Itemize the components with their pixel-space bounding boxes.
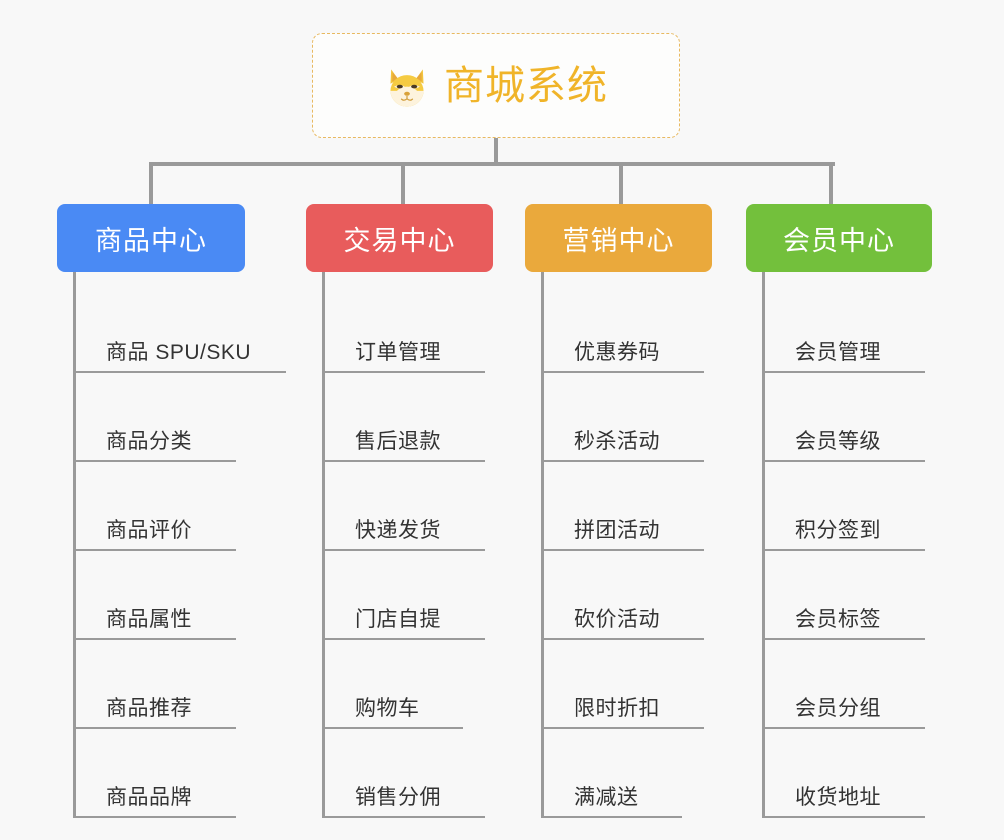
leaf-underline [544, 638, 704, 640]
list-item[interactable]: 订单管理 [325, 284, 493, 373]
branch-column-3: 营销中心 优惠券码 秒杀活动 拼团活动 砍价活动 限时折扣 [525, 204, 712, 818]
leaf-label: 快递发货 [355, 519, 441, 542]
list-item[interactable]: 会员分组 [765, 640, 932, 729]
list-item[interactable]: 秒杀活动 [544, 373, 712, 462]
category-label: 会员中心 [783, 225, 895, 256]
leaf-label: 购物车 [355, 697, 420, 720]
branch-column-2: 交易中心 订单管理 售后退款 快递发货 门店自提 购物车 [306, 204, 493, 818]
leaf-underline [76, 371, 286, 373]
list-item[interactable]: 门店自提 [325, 551, 493, 640]
leaf-underline [765, 727, 925, 729]
leaf-underline [765, 549, 925, 551]
list-item[interactable]: 商品分类 [76, 373, 245, 462]
leaf-underline [76, 460, 236, 462]
list-item[interactable]: 销售分佣 [325, 729, 493, 818]
leaf-underline [76, 638, 236, 640]
category-header-1[interactable]: 商品中心 [57, 204, 245, 272]
leaf-list-4: 会员管理 会员等级 积分签到 会员标签 会员分组 收货地址 [762, 272, 932, 818]
leaf-label: 会员管理 [795, 341, 881, 364]
connector-drop-2 [401, 162, 405, 204]
list-item[interactable]: 商品推荐 [76, 640, 245, 729]
leaf-label: 商品评价 [106, 519, 192, 542]
list-item[interactable]: 会员管理 [765, 284, 932, 373]
leaf-label: 售后退款 [355, 430, 441, 453]
list-item[interactable]: 商品属性 [76, 551, 245, 640]
list-item[interactable]: 积分签到 [765, 462, 932, 551]
leaf-label: 优惠券码 [574, 341, 660, 364]
leaf-label: 满减送 [574, 786, 639, 809]
leaf-label: 收货地址 [795, 786, 881, 809]
leaf-underline [325, 816, 485, 818]
connector-drop-1 [149, 162, 153, 204]
leaf-underline [765, 816, 925, 818]
leaf-underline [544, 816, 682, 818]
leaf-label: 商品 SPU/SKU [106, 341, 252, 364]
connector-horizontal-bus [151, 162, 835, 166]
leaf-label: 门店自提 [355, 608, 441, 631]
connector-root-stem [494, 138, 498, 165]
leaf-underline [76, 727, 236, 729]
list-item[interactable]: 砍价活动 [544, 551, 712, 640]
connector-drop-3 [619, 162, 623, 204]
category-label: 商品中心 [95, 225, 207, 256]
leaf-label: 商品属性 [106, 608, 192, 631]
leaf-label: 会员等级 [795, 430, 881, 453]
leaf-underline [765, 460, 925, 462]
leaf-label: 砍价活动 [574, 608, 660, 631]
leaf-list-1: 商品 SPU/SKU 商品分类 商品评价 商品属性 商品推荐 商品品牌 [73, 272, 286, 818]
leaf-label: 限时折扣 [574, 697, 660, 720]
leaf-list-2: 订单管理 售后退款 快递发货 门店自提 购物车 销售分佣 [322, 272, 493, 818]
list-item[interactable]: 拼团活动 [544, 462, 712, 551]
leaf-label: 积分签到 [795, 519, 881, 542]
list-item[interactable]: 满减送 [544, 729, 712, 818]
leaf-label: 商品品牌 [106, 786, 192, 809]
leaf-underline [765, 371, 925, 373]
leaf-underline [544, 549, 704, 551]
root-node-label: 商城系统 [444, 63, 608, 108]
list-item[interactable]: 商品 SPU/SKU [76, 284, 286, 373]
list-item[interactable]: 售后退款 [325, 373, 493, 462]
list-item[interactable]: 限时折扣 [544, 640, 712, 729]
list-item[interactable]: 快递发货 [325, 462, 493, 551]
connector-drop-4 [829, 162, 833, 204]
leaf-underline [325, 638, 485, 640]
leaf-underline [325, 727, 463, 729]
leaf-underline [544, 727, 704, 729]
leaf-list-3: 优惠券码 秒杀活动 拼团活动 砍价活动 限时折扣 满减送 [541, 272, 712, 818]
leaf-label: 订单管理 [355, 341, 441, 364]
list-item[interactable]: 商品评价 [76, 462, 245, 551]
list-item[interactable]: 商品品牌 [76, 729, 245, 818]
leaf-label: 会员分组 [795, 697, 881, 720]
leaf-underline [325, 549, 485, 551]
leaf-label: 商品推荐 [106, 697, 192, 720]
branch-column-1: 商品中心 商品 SPU/SKU 商品分类 商品评价 商品属性 商品推荐 [57, 204, 286, 818]
branch-column-4: 会员中心 会员管理 会员等级 积分签到 会员标签 会员分组 [746, 204, 932, 818]
list-item[interactable]: 收货地址 [765, 729, 932, 818]
leaf-label: 商品分类 [106, 430, 192, 453]
leaf-underline [76, 549, 236, 551]
shiba-inu-dog-icon [384, 65, 430, 111]
category-label: 营销中心 [562, 225, 675, 256]
leaf-label: 拼团活动 [574, 519, 660, 542]
leaf-underline [325, 460, 485, 462]
leaf-underline [544, 460, 704, 462]
category-header-4[interactable]: 会员中心 [746, 204, 932, 272]
leaf-label: 销售分佣 [355, 786, 441, 809]
root-node[interactable]: 商城系统 [312, 33, 680, 138]
category-label: 交易中心 [343, 225, 456, 256]
leaf-label: 秒杀活动 [574, 430, 660, 453]
category-header-3[interactable]: 营销中心 [525, 204, 712, 272]
leaf-underline [325, 371, 485, 373]
category-header-2[interactable]: 交易中心 [306, 204, 493, 272]
list-item[interactable]: 会员标签 [765, 551, 932, 640]
leaf-underline [76, 816, 236, 818]
list-item[interactable]: 优惠券码 [544, 284, 712, 373]
list-item[interactable]: 购物车 [325, 640, 493, 729]
list-item[interactable]: 会员等级 [765, 373, 932, 462]
leaf-underline [544, 371, 704, 373]
leaf-underline [765, 638, 925, 640]
leaf-label: 会员标签 [795, 608, 881, 631]
